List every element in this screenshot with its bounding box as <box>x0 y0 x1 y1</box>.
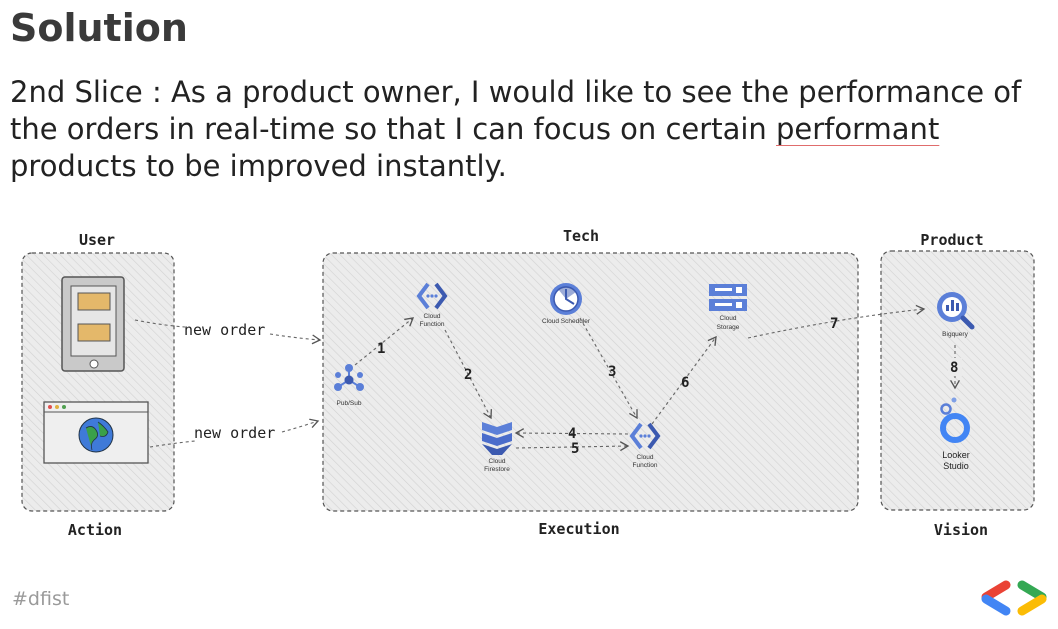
cloud-function-2-label-1: Cloud <box>637 454 654 461</box>
cloud-function-1-label-2: Function <box>420 321 445 328</box>
edge-label-new-order-2: new order <box>194 424 275 442</box>
user-group-label: User <box>79 231 115 249</box>
execution-group-label: Execution <box>538 520 619 538</box>
slide-title: Solution <box>10 6 188 50</box>
edge-label-3: 3 <box>608 364 616 380</box>
hashtag-footer: #dfist <box>12 588 70 610</box>
cloud-storage-icon <box>709 284 747 311</box>
edge-label-6: 6 <box>681 375 689 391</box>
cloud-function-icon <box>416 282 448 310</box>
product-group <box>880 250 1035 511</box>
bigquery-label: Bigquery <box>942 331 968 338</box>
edge-label-7: 7 <box>830 316 838 332</box>
firestore-label-2: Firestore <box>484 466 510 473</box>
edge-label-4: 4 <box>568 426 576 442</box>
cloud-function-2-label-2: Function <box>633 462 658 469</box>
browser-globe-icon <box>43 401 149 464</box>
bigquery-icon <box>937 292 975 330</box>
cloud-storage-label-2: Storage <box>717 324 740 331</box>
cloud-function-1-label-1: Cloud <box>424 313 441 320</box>
tablet-icon <box>61 276 125 372</box>
edge-label-8: 8 <box>950 360 958 376</box>
story-part-2: products to be improved instantly. <box>10 149 507 183</box>
cloud-scheduler-label: Cloud Scheduler <box>542 318 591 325</box>
firestore-icon <box>482 422 512 455</box>
story-part-1: 2nd Slice : As a product owner, I would … <box>10 75 1022 146</box>
tech-group-label: Tech <box>563 227 599 245</box>
cloud-function-icon <box>629 422 661 450</box>
edge-label-1: 1 <box>377 341 385 357</box>
tech-group <box>322 252 859 512</box>
looker-label-2: Studio <box>943 461 969 471</box>
pubsub-icon <box>334 364 364 391</box>
vision-group-label: Vision <box>934 521 988 539</box>
edge-label-5: 5 <box>571 441 579 457</box>
looker-studio-icon <box>940 397 970 443</box>
product-group-label: Product <box>920 231 983 249</box>
cloud-scheduler-icon <box>550 283 582 315</box>
pubsub-label: Pub/Sub <box>337 400 362 407</box>
edge-label-new-order-1: new order <box>184 321 265 339</box>
firestore-label-1: Cloud <box>489 458 506 465</box>
edge-label-2: 2 <box>464 367 472 383</box>
looker-label-1: Looker <box>942 450 970 460</box>
story-underlined-word: performant <box>776 112 940 146</box>
cloud-storage-label-1: Cloud <box>720 315 737 322</box>
user-story-text: 2nd Slice : As a product owner, I would … <box>10 74 1050 185</box>
gdg-logo-icon <box>981 580 1047 616</box>
action-group-label: Action <box>68 521 122 539</box>
